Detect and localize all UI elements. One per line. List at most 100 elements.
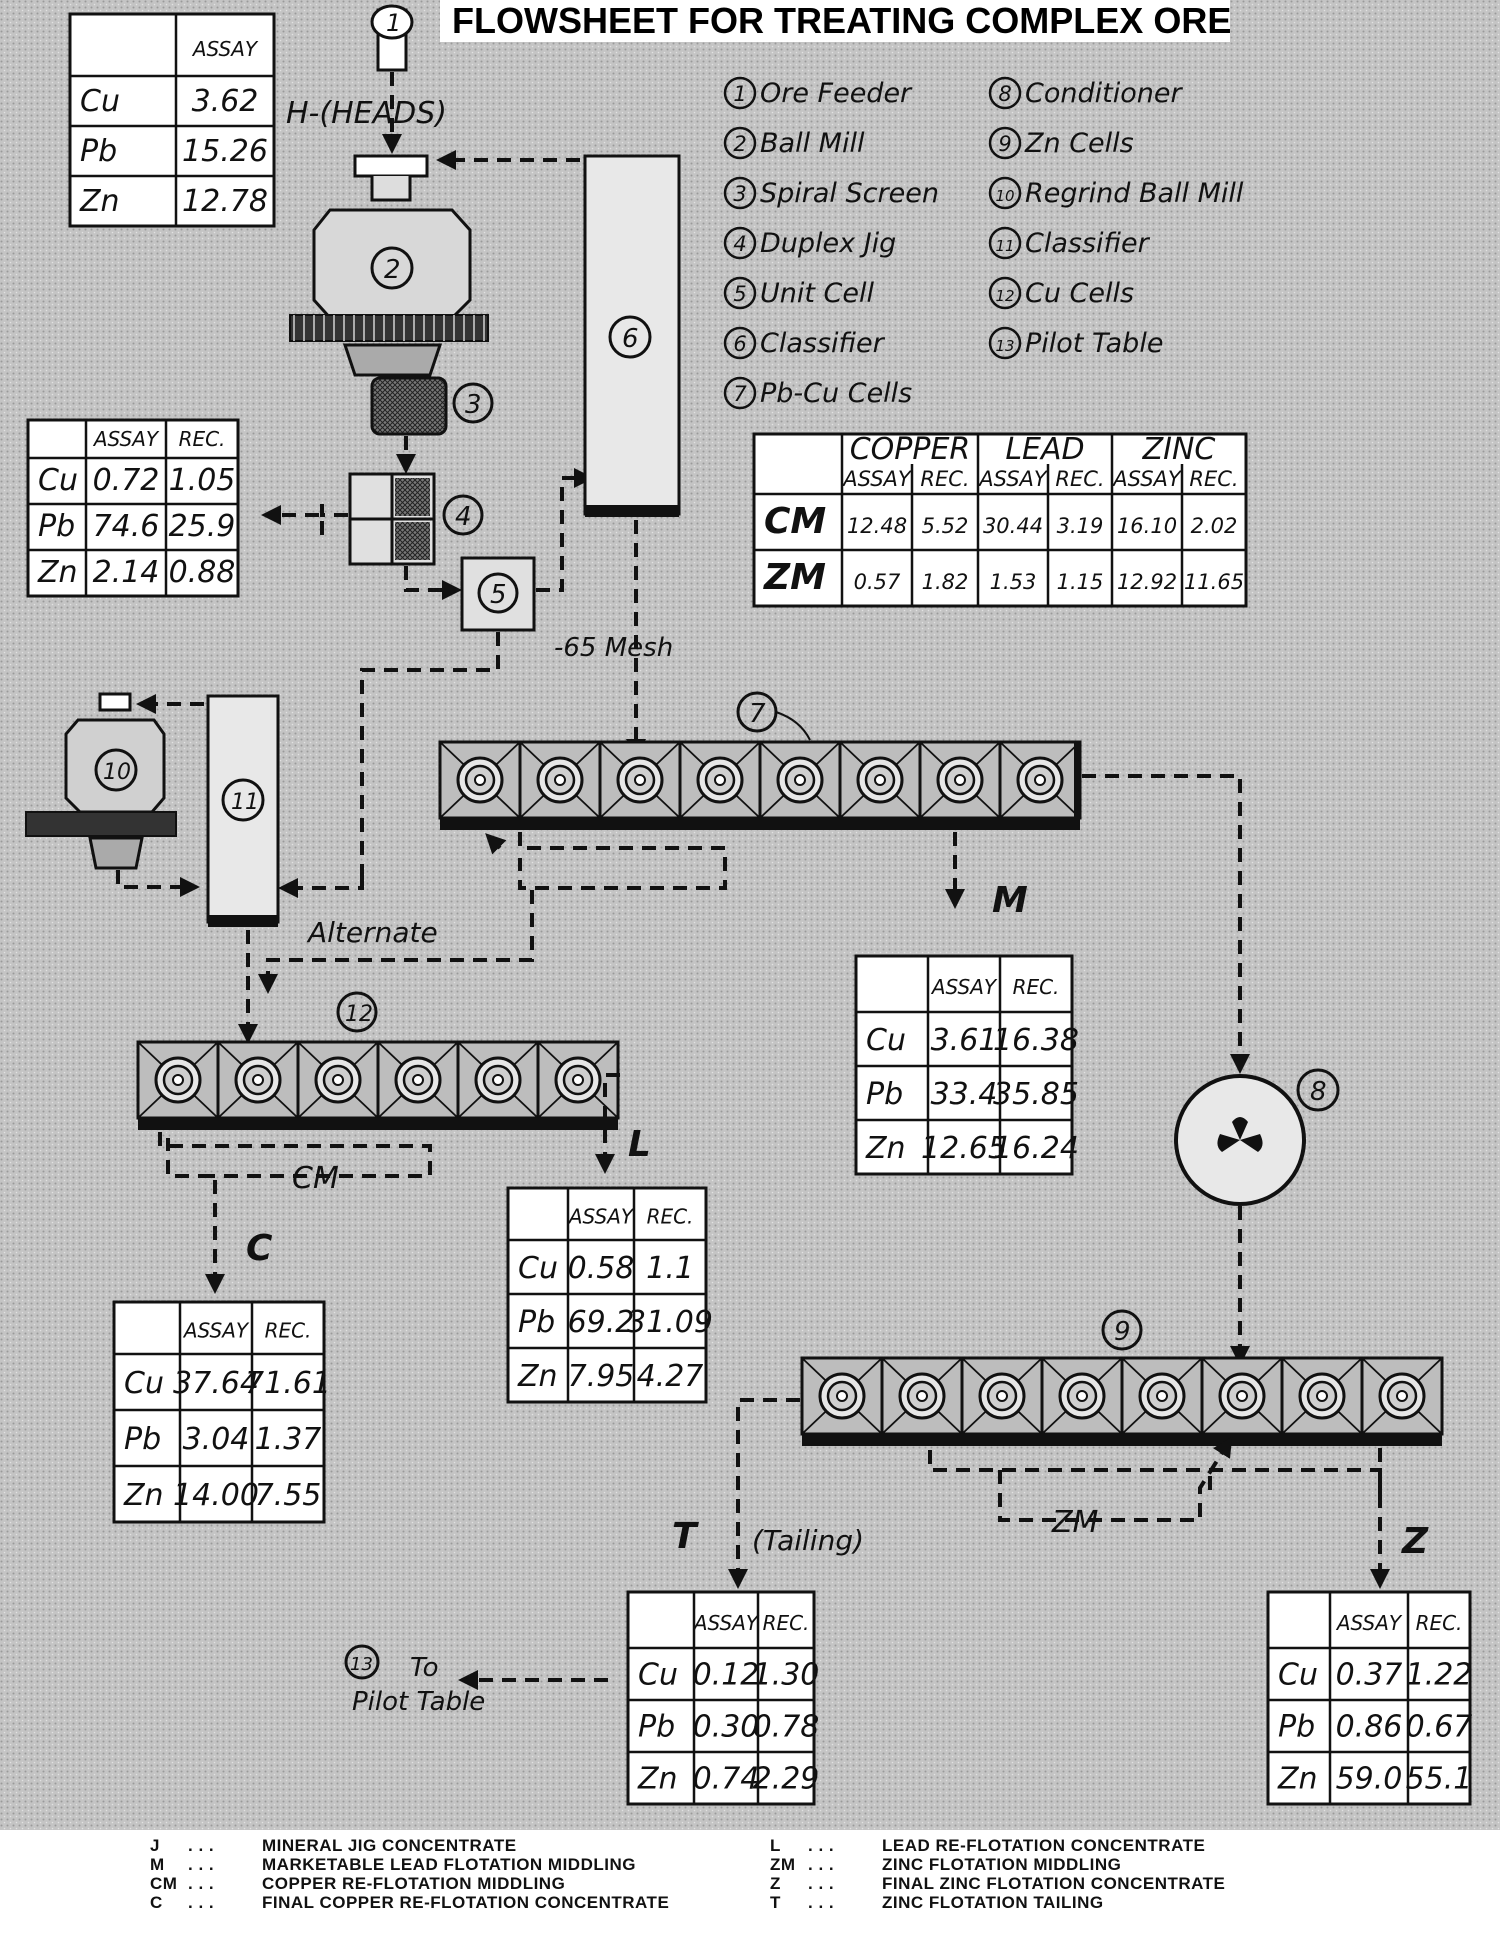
assay-value: 59.0: [1336, 1761, 1403, 1796]
assay-value: 0.86: [1336, 1709, 1403, 1744]
element-cell: Zn: [637, 1761, 678, 1796]
rec-value: 0.67: [1406, 1709, 1473, 1744]
legend-code: C: [150, 1893, 163, 1912]
legend-dots: . . .: [188, 1874, 214, 1893]
middling-value: 30.44: [983, 514, 1043, 538]
svg-text:7: 7: [749, 699, 766, 729]
group-header: LEAD: [1005, 432, 1084, 467]
m-label: M: [992, 880, 1028, 921]
rec-header: REC.: [265, 1318, 312, 1342]
c-label: C: [246, 1228, 273, 1269]
element-cell: Zn: [37, 555, 78, 590]
element-cell: Pb: [38, 509, 75, 544]
legend-dots: . . .: [808, 1874, 834, 1893]
equipment-name: Classifier: [1025, 228, 1151, 259]
cu-cells-icon: 12: [136, 991, 620, 1130]
equipment-number-circle: [988, 276, 1022, 310]
assay-value: 0.72: [93, 463, 160, 498]
equipment-number-circle: [723, 376, 757, 410]
rec-header: REC.: [179, 427, 226, 451]
assay-value: 7.95: [568, 1359, 635, 1394]
middling-value: 12.92: [1117, 570, 1177, 594]
legend-dots: . . .: [808, 1855, 834, 1874]
rec-value: 7.55: [255, 1478, 322, 1513]
equipment-name: Ore Feeder: [760, 78, 913, 109]
element-cell: Cu: [80, 84, 120, 119]
svg-text:9: 9: [1114, 1317, 1131, 1347]
equipment-number-circle: [988, 76, 1022, 110]
legend-text: ZINC FLOTATION TAILING: [882, 1893, 1104, 1912]
zn-cells-icon: 9: [800, 1309, 1444, 1446]
rec-header: REC.: [1013, 975, 1060, 999]
regrind-ball-mill-icon: 10: [25, 692, 177, 870]
equipment-number: 8: [998, 82, 1011, 106]
conditioner-icon: 8: [1174, 1068, 1340, 1206]
assay-header: ASSAY: [1111, 467, 1183, 491]
assay-header: ASSAY: [930, 975, 998, 999]
assay-value: 3.04: [183, 1422, 250, 1457]
element-cell: Pb: [1278, 1709, 1315, 1744]
equipment-number-circle: [988, 226, 1022, 260]
classifier-icon: 6: [583, 154, 681, 517]
equipment-name: Conditioner: [1025, 78, 1183, 109]
equipment-number-circle: [988, 176, 1022, 210]
rec-header: REC.: [1055, 467, 1104, 491]
equipment-number-circle: [723, 226, 757, 260]
rec-value: 25.9: [169, 509, 236, 544]
element-cell: Cu: [638, 1657, 678, 1692]
legend-text: ZINC FLOTATION MIDDLING: [882, 1855, 1121, 1874]
equipment-item: 8 Conditioner: [988, 76, 1183, 110]
rec-header: REC.: [1416, 1611, 1463, 1635]
t-label: T: [672, 1516, 699, 1557]
element-cell: Cu: [518, 1251, 558, 1286]
legend-text: LEAD RE-FLOTATION CONCENTRATE: [882, 1836, 1205, 1855]
rec-value: 1.37: [255, 1422, 322, 1457]
rec-value: 1.05: [169, 463, 236, 498]
legend-text: MINERAL JIG CONCENTRATE: [262, 1836, 517, 1855]
svg-text:13: 13: [350, 1654, 373, 1675]
assay-header: ASSAY: [1335, 1611, 1403, 1635]
equipment-number: 10: [995, 187, 1014, 205]
element-cell: Cu: [38, 463, 78, 498]
equipment-number: 2: [733, 132, 746, 156]
element-cell: Cu: [1278, 1657, 1318, 1692]
equipment-item: 12 Cu Cells: [988, 276, 1134, 310]
element-cell: Zn: [865, 1131, 906, 1166]
element-cell: Zn: [1277, 1761, 1318, 1796]
rec-value: 55.1: [1406, 1761, 1473, 1796]
heads-label: H-(HEADS): [286, 96, 447, 131]
ball-mill-icon: 2: [289, 154, 489, 377]
svg-text:2: 2: [384, 255, 401, 285]
rec-value: 1.22: [1406, 1657, 1473, 1692]
rec-header: REC.: [920, 467, 969, 491]
equipment-number: 12: [995, 287, 1014, 305]
legend-item: J. . .MINERAL JIG CONCENTRATE: [150, 1836, 517, 1855]
middling-value: 0.57: [854, 570, 901, 594]
equipment-name: Cu Cells: [1025, 278, 1134, 309]
pb-cu-cells-icon: 7: [438, 691, 1082, 830]
element-cell: Pb: [518, 1305, 555, 1340]
legend-dots: . . .: [188, 1836, 214, 1855]
svg-text:12: 12: [345, 1002, 373, 1027]
to-label: To: [410, 1653, 439, 1683]
legend-text: FINAL ZINC FLOTATION CONCENTRATE: [882, 1874, 1225, 1893]
equipment-number: 3: [733, 182, 746, 206]
assay-header: ASSAY: [692, 1611, 760, 1635]
element-cell: Zn: [123, 1478, 164, 1513]
mesh-label: -65 Mesh: [554, 633, 673, 663]
rec-value: 35.85: [993, 1077, 1079, 1112]
assay-value: 0.74: [693, 1761, 760, 1796]
equipment-number: 6: [733, 332, 746, 356]
